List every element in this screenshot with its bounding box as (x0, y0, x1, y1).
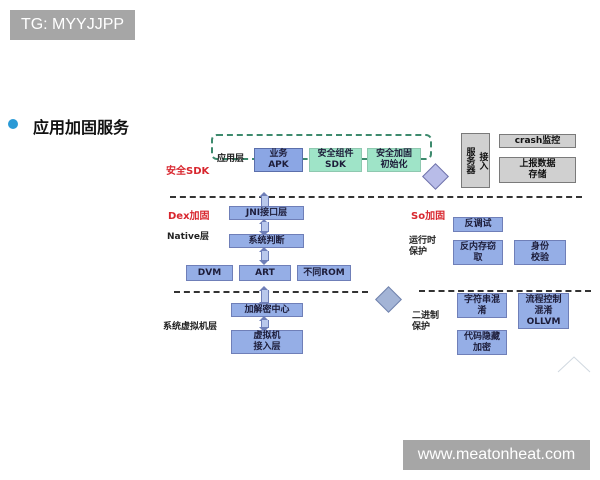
box-line: 加密 (472, 342, 491, 353)
arrow-down-icon (259, 260, 269, 265)
crash-monitor-box: crash监控 (499, 134, 576, 148)
box-line: 淆 (477, 305, 487, 316)
dex-section-label: Dex加固 (168, 211, 210, 222)
security-sdk-box: 安全组件 SDK (309, 148, 362, 172)
label-line: 保护 (412, 322, 431, 332)
different-rom-box: 不同ROM (297, 265, 351, 281)
box-line: 接入层 (253, 342, 281, 352)
native-layer-label: Native层 (167, 232, 209, 242)
app-layer-label: 应用层 (217, 154, 245, 164)
box-line: 存储 (528, 170, 547, 180)
box-line: 安全加固 (375, 149, 412, 159)
crypto-center-box: 加解密中心 (231, 303, 303, 317)
box-line: 反内存窃 (459, 241, 496, 252)
string-obfuscation-box: 字符串混 淆 (457, 293, 507, 318)
bullet-icon (8, 119, 18, 129)
slide-title: 应用加固服务 (33, 118, 130, 137)
report-storage-box: 上报数据 存储 (499, 157, 576, 183)
hardening-init-box: 安全加固 初始化 (367, 148, 421, 172)
connector (261, 222, 269, 232)
box-line: OLLVM (526, 316, 561, 327)
runtime-protect-label: 运行时 保护 (409, 236, 436, 258)
connector (261, 196, 269, 206)
label-line: 保护 (409, 247, 428, 257)
arrow-down-icon (259, 231, 269, 236)
system-check-box: 系统判断 (229, 234, 304, 248)
box-line: 虚拟机 (253, 331, 281, 341)
arrow-up-icon (259, 316, 269, 321)
control-flow-obfuscation-box: 流程控制 混淆 OLLVM (518, 293, 569, 329)
box-line: 安全组件 (317, 149, 354, 159)
code-hiding-box: 代码隐藏 加密 (457, 330, 507, 355)
box-line: 取 (473, 252, 483, 263)
box-line: 混淆 (534, 305, 553, 316)
anti-memory-theft-box: 反内存窃 取 (453, 240, 503, 265)
box-line: 字符串混 (463, 294, 500, 305)
art-box: ART (239, 265, 291, 281)
connector (261, 320, 269, 328)
arrow-down-icon (259, 327, 269, 332)
anti-debug-box: 反调试 (453, 217, 503, 232)
box-line: 代码隐藏 (463, 331, 500, 342)
so-section-label: So加固 (411, 211, 446, 222)
arrow-up-icon (259, 247, 269, 252)
identity-check-box: 身份 校验 (514, 240, 566, 265)
box-line: 上报数据 (519, 159, 556, 169)
divider-line (170, 196, 582, 198)
box-line: SDK (325, 160, 346, 170)
decorative-triangle-icon (557, 356, 591, 373)
binary-protect-label: 二进制 保护 (412, 311, 439, 333)
box-line: 身份 (530, 241, 549, 252)
watermark-bottom-right: www.meatonheat.com (403, 440, 590, 470)
connector (261, 251, 269, 261)
box-line: APK (268, 160, 289, 170)
label-line: 二进制 (412, 311, 440, 321)
decision-diamond-icon (422, 163, 449, 190)
jni-layer-box: JNI接口层 (229, 206, 304, 220)
sdk-section-label: 安全SDK (166, 166, 210, 177)
arrow-up-icon (259, 286, 269, 291)
label-line: 运行时 (409, 236, 437, 246)
arrow-up-icon (259, 219, 269, 224)
box-line: 初始化 (380, 160, 408, 170)
vm-access-layer-box: 虚拟机 接入层 (231, 330, 303, 354)
watermark-top-left: TG: MYYJJPP (10, 10, 135, 40)
decision-diamond-icon (375, 286, 402, 313)
arrow-up-icon (259, 192, 269, 197)
box-line: 流程控制 (525, 294, 562, 305)
system-vm-layer-label: 系统虚拟机层 (163, 322, 218, 332)
server-access-box: 服务器 接入 (461, 133, 490, 188)
divider-line (419, 290, 591, 292)
server-vertical-label: 服务器 (464, 147, 475, 174)
divider-line (174, 291, 368, 293)
connector (261, 290, 269, 303)
dvm-box: DVM (186, 265, 233, 281)
business-apk-box: 业务 APK (254, 148, 303, 172)
box-line: 业务 (269, 149, 288, 159)
access-vertical-label: 接入 (477, 151, 488, 170)
box-line: 校验 (530, 252, 549, 263)
